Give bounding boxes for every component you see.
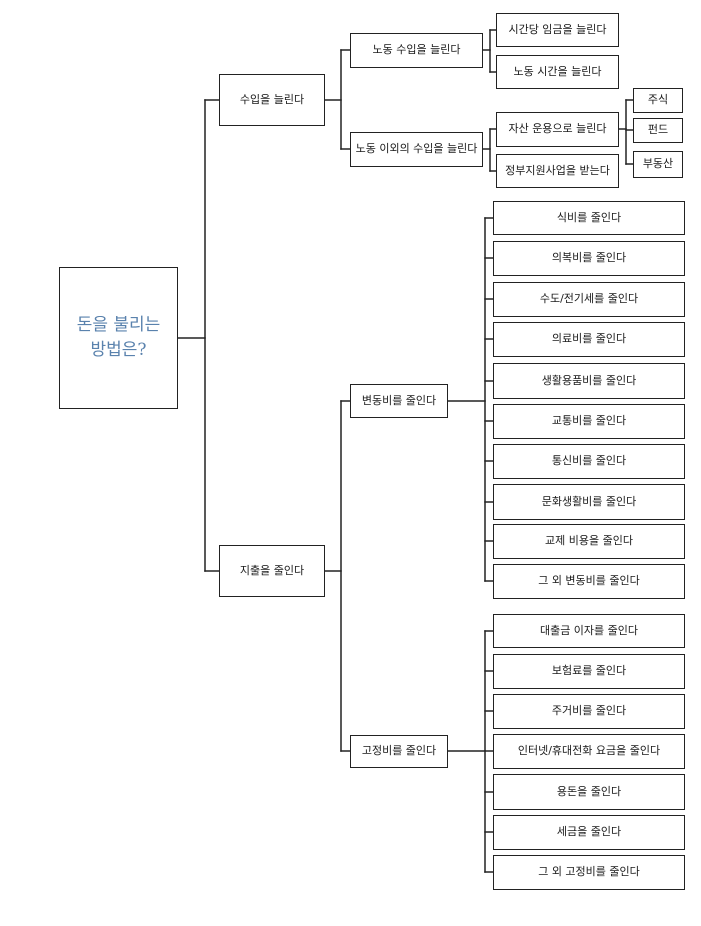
node-stocks: 주식 [633,88,683,113]
node-hourly-wage: 시간당 임금을 늘린다 [496,13,619,47]
node-fixed-cost-item: 대출금 이자를 줄인다 [493,614,685,648]
node-variable-cost-item: 식비를 줄인다 [493,201,685,235]
node-variable-costs: 변동비를 줄인다 [350,384,448,418]
node-increase-income: 수입을 늘린다 [219,74,325,126]
node-variable-cost-item: 교제 비용을 줄인다 [493,524,685,559]
node-variable-cost-item: 의복비를 줄인다 [493,241,685,276]
node-fixed-costs: 고정비를 줄인다 [350,735,448,768]
node-fixed-cost-item: 보험료를 줄인다 [493,654,685,689]
node-variable-cost-item: 그 외 변동비를 줄인다 [493,564,685,599]
node-reduce-expense: 지출을 줄인다 [219,545,325,597]
node-variable-cost-item: 문화생활비를 줄인다 [493,484,685,520]
node-fixed-cost-item: 인터넷/휴대전화 요금을 줄인다 [493,734,685,769]
node-fixed-cost-item: 용돈을 줄인다 [493,774,685,810]
node-government-subsidy: 정부지원사업을 받는다 [496,154,619,188]
node-labor-income: 노동 수입을 늘린다 [350,33,483,68]
node-funds: 펀드 [633,118,683,143]
node-real-estate: 부동산 [633,151,683,178]
node-asset-investment: 자산 운용으로 늘린다 [496,112,619,147]
node-variable-cost-item: 통신비를 줄인다 [493,444,685,479]
node-fixed-cost-item: 세금을 줄인다 [493,815,685,850]
node-variable-cost-item: 수도/전기세를 줄인다 [493,282,685,317]
node-variable-cost-item: 생활용품비를 줄인다 [493,363,685,399]
node-variable-cost-item: 의료비를 줄인다 [493,322,685,357]
root-question: 돈을 불리는 방법은? [59,267,178,409]
node-nonlabor-income: 노동 이외의 수입을 늘린다 [350,132,483,167]
node-work-hours: 노동 시간을 늘린다 [496,55,619,89]
node-variable-cost-item: 교통비를 줄인다 [493,404,685,439]
node-fixed-cost-item: 주거비를 줄인다 [493,694,685,729]
node-fixed-cost-item: 그 외 고정비를 줄인다 [493,855,685,890]
